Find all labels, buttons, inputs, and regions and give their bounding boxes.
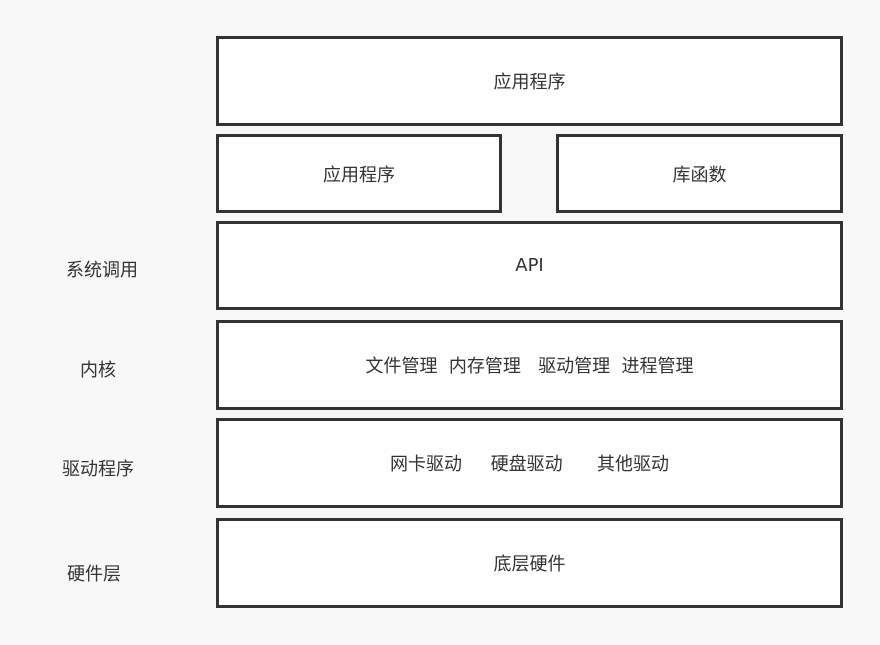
drivers-box: 网卡驱动 硬盘驱动 其他驱动 [216, 418, 843, 508]
kernel-modules-label: 文件管理 内存管理 驱动管理 进程管理 [365, 356, 694, 377]
application-layer-label: 应用程序 [493, 72, 566, 93]
library-functions-box: 库函数 [556, 134, 843, 213]
api-box: API [216, 221, 843, 310]
api-label: API [515, 255, 544, 276]
hardware-label: 底层硬件 [493, 554, 566, 575]
application-program-box: 应用程序 [216, 134, 502, 213]
library-functions-label: 库函数 [672, 164, 727, 186]
kernel-side-label: 内核 [80, 360, 116, 381]
syscall-side-label: 系统调用 [66, 260, 138, 281]
hardware-box: 底层硬件 [216, 518, 843, 608]
application-program-label: 应用程序 [323, 164, 395, 186]
kernel-box: 文件管理 内存管理 驱动管理 进程管理 [216, 320, 843, 410]
hardware-side-label: 硬件层 [67, 564, 121, 585]
driver-side-label: 驱动程序 [62, 459, 134, 480]
drivers-label: 网卡驱动 硬盘驱动 其他驱动 [390, 454, 669, 475]
application-layer-box: 应用程序 [216, 36, 843, 126]
